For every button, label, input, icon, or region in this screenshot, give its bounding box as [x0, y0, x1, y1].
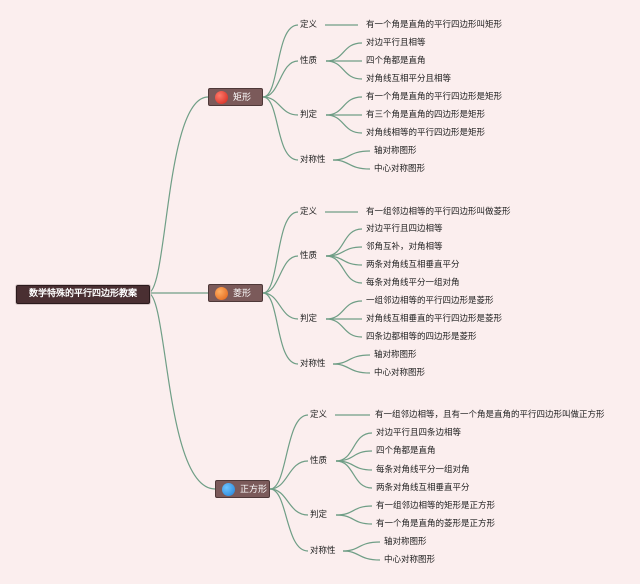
category-definition[interactable]: 定义 — [310, 410, 328, 420]
leaf-item[interactable]: 邻角互补，对角相等 — [366, 242, 443, 252]
red-circle-icon — [215, 91, 228, 104]
leaf-item[interactable]: 有一组邻边相等的平行四边形叫做菱形 — [366, 207, 511, 217]
leaf-item[interactable]: 两条对角线互相垂直平分 — [366, 260, 460, 270]
leaf-item[interactable]: 对角线相等的平行四边形是矩形 — [366, 128, 486, 138]
category-definition[interactable]: 定义 — [300, 207, 318, 217]
leaf-item[interactable]: 四条边都相等的四边形是菱形 — [366, 332, 477, 342]
category-symmetry[interactable]: 对称性 — [300, 155, 326, 165]
leaf-item[interactable]: 每条对角线平分一组对角 — [366, 278, 460, 288]
branch-rhombus[interactable]: 菱形 — [208, 284, 263, 302]
branch-label: 正方形 — [240, 485, 268, 495]
branch-rectangle[interactable]: 矩形 — [208, 88, 263, 106]
leaf-item[interactable]: 两条对角线互相垂直平分 — [376, 483, 470, 493]
category-properties[interactable]: 性质 — [300, 251, 318, 261]
leaf-item[interactable]: 四个角都是直角 — [366, 56, 426, 66]
orange-circle-icon — [215, 287, 228, 300]
category-criteria[interactable]: 判定 — [310, 510, 328, 520]
leaf-item[interactable]: 有一组邻边相等的矩形是正方形 — [376, 501, 496, 511]
category-criteria[interactable]: 判定 — [300, 314, 318, 324]
blue-circle-icon — [222, 483, 235, 496]
category-properties[interactable]: 性质 — [300, 56, 318, 66]
leaf-item[interactable]: 对边平行且四边相等 — [366, 224, 443, 234]
leaf-item[interactable]: 中心对称图形 — [374, 368, 426, 378]
leaf-item[interactable]: 一组邻边相等的平行四边形是菱形 — [366, 296, 494, 306]
root-topic[interactable]: 数学特殊的平行四边形教案 — [16, 285, 150, 304]
leaf-item[interactable]: 中心对称图形 — [384, 555, 436, 565]
leaf-item[interactable]: 对角线互相垂直的平行四边形是菱形 — [366, 314, 503, 324]
branch-label: 菱形 — [233, 289, 252, 299]
branch-label: 矩形 — [233, 93, 252, 103]
leaf-item[interactable]: 轴对称图形 — [384, 537, 427, 547]
leaf-item[interactable]: 有一个角是直角的平行四边形是矩形 — [366, 92, 503, 102]
leaf-item[interactable]: 有一组邻边相等，且有一个角是直角的平行四边形叫做正方形 — [375, 410, 605, 420]
leaf-item[interactable]: 轴对称图形 — [374, 146, 417, 156]
leaf-item[interactable]: 有一个角是直角的平行四边形叫矩形 — [366, 20, 503, 30]
leaf-item[interactable]: 对边平行且相等 — [366, 38, 426, 48]
leaf-item[interactable]: 四个角都是直角 — [376, 446, 436, 456]
leaf-item[interactable]: 有一个角是直角的菱形是正方形 — [376, 519, 496, 529]
leaf-item[interactable]: 每条对角线平分一组对角 — [376, 465, 470, 475]
category-criteria[interactable]: 判定 — [300, 110, 318, 120]
leaf-item[interactable]: 对边平行且四条边相等 — [376, 428, 462, 438]
leaf-item[interactable]: 轴对称图形 — [374, 350, 417, 360]
leaf-item[interactable]: 有三个角是直角的四边形是矩形 — [366, 110, 486, 120]
category-symmetry[interactable]: 对称性 — [310, 546, 336, 556]
category-symmetry[interactable]: 对称性 — [300, 359, 326, 369]
category-definition[interactable]: 定义 — [300, 20, 318, 30]
leaf-item[interactable]: 中心对称图形 — [374, 164, 426, 174]
branch-square[interactable]: 正方形 — [215, 480, 270, 498]
category-properties[interactable]: 性质 — [310, 456, 328, 466]
leaf-item[interactable]: 对角线互相平分且相等 — [366, 74, 452, 84]
